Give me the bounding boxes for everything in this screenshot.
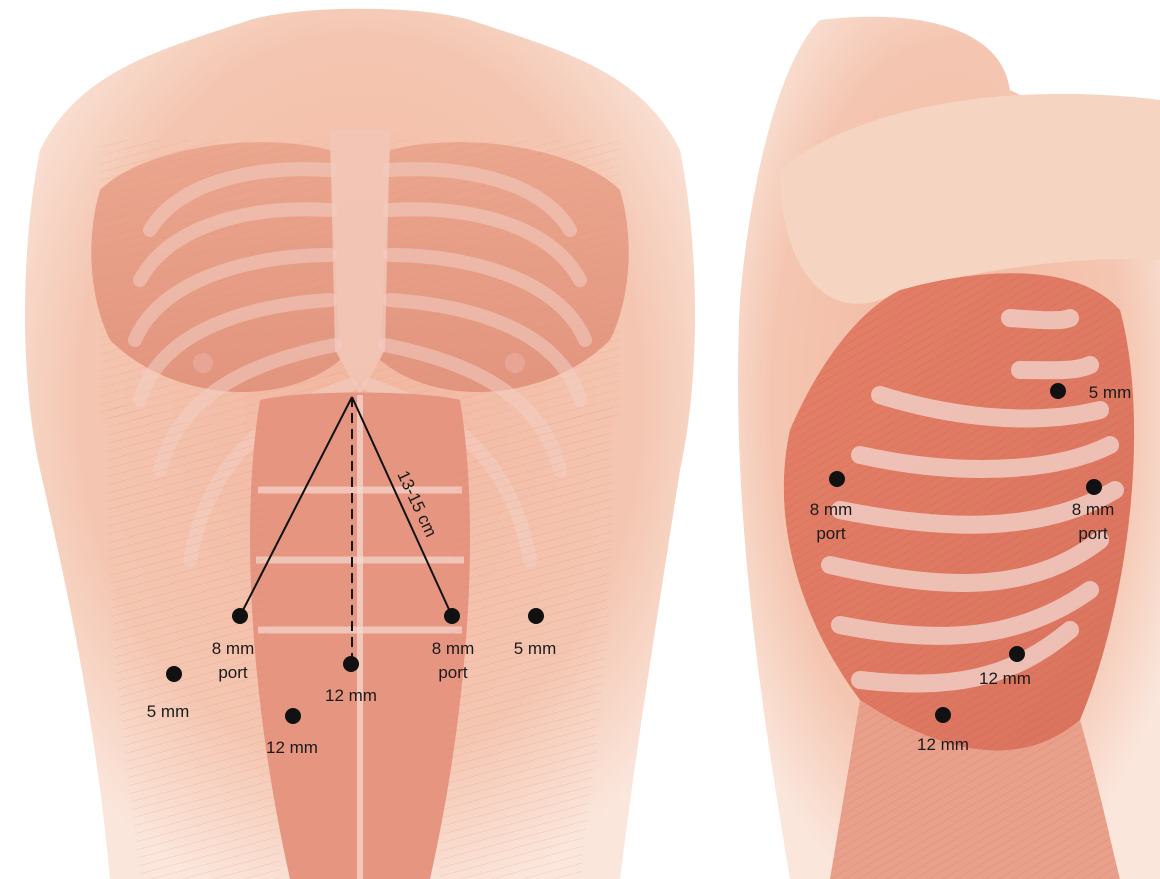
port-label-line1: 5 mm xyxy=(514,639,557,658)
port-dot xyxy=(232,608,248,624)
nipple-right xyxy=(505,353,525,373)
front-torso xyxy=(25,9,695,879)
port-dot xyxy=(166,666,182,682)
port-label-line1: 5 mm xyxy=(147,702,190,721)
port-label-line1: 8 mm xyxy=(432,639,475,658)
port-label-line1: 8 mm xyxy=(810,500,853,519)
port-label-line1: 12 mm xyxy=(266,738,318,757)
port-label-line2: port xyxy=(816,524,846,543)
port-dot xyxy=(528,608,544,624)
sternum xyxy=(330,130,390,395)
port-label-line1: 12 mm xyxy=(917,735,969,754)
port-label-line1: 5 mm xyxy=(1089,383,1132,402)
port-label-line1: 8 mm xyxy=(212,639,255,658)
port-label-line2: port xyxy=(438,663,468,682)
port-label-line1: 12 mm xyxy=(979,669,1031,688)
port-label-line1: 12 mm xyxy=(325,686,377,705)
port-dot xyxy=(1009,646,1025,662)
port-label-line1: 8 mm xyxy=(1072,500,1115,519)
port-dot xyxy=(285,708,301,724)
port-dot xyxy=(444,608,460,624)
port-dot xyxy=(1086,479,1102,495)
port-label-line2: port xyxy=(218,663,248,682)
port-dot xyxy=(829,471,845,487)
port-dot xyxy=(935,707,951,723)
nipple-left xyxy=(193,353,213,373)
port-dot xyxy=(343,656,359,672)
port-label-line2: port xyxy=(1078,524,1108,543)
port-dot xyxy=(1050,383,1066,399)
